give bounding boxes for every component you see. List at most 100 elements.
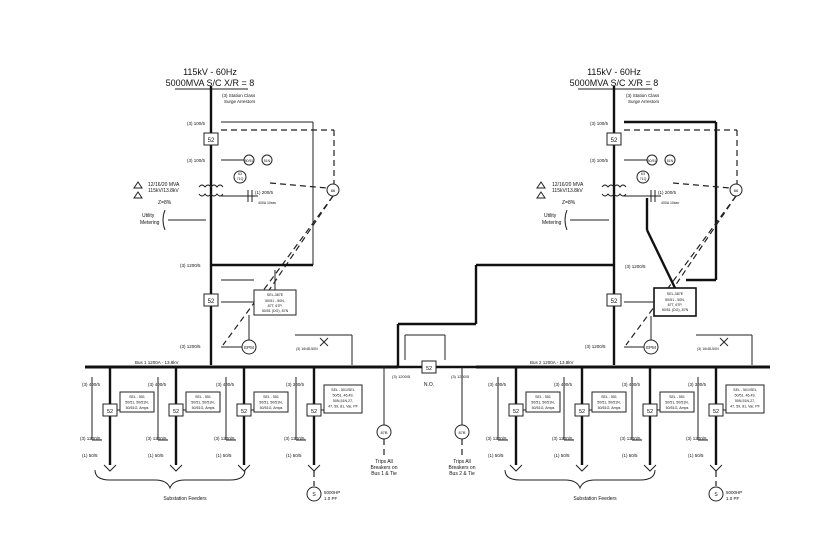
svg-text:(3) 1200/5: (3) 1200/5 (585, 344, 606, 349)
tie-ct-right: (3) 1200/5 (451, 374, 470, 379)
breaker-label: 52 (241, 409, 247, 415)
svg-text:(1) 200/5: (1) 200/5 (658, 190, 677, 195)
ct-label: (1) 50/5 (488, 453, 504, 458)
relay-text: 50/51G, Amps (532, 406, 555, 410)
svg-text:SEL-387E: SEL-387E (267, 293, 284, 297)
motor-rating: 5000HP (324, 490, 340, 495)
feeder-relay (323, 384, 363, 414)
tie-breaker[interactable] (421, 360, 437, 374)
ct-label: (3) 1200/5 (146, 436, 167, 441)
source-1-breaker[interactable] (203, 132, 219, 146)
ct-label: (3) 400/5 (554, 382, 573, 387)
ct-label: (3) 1200/5 (284, 436, 305, 441)
ct-label: (3) 300/5 (688, 382, 707, 387)
ct-label: (3) 400/5 (82, 382, 101, 387)
source-2-metering-1: Utility (544, 213, 557, 219)
source-1-ct-100b: (3) 100/5 (187, 158, 206, 163)
svg-text:(3) 16/48-50N: (3) 16/48-50N (697, 347, 719, 351)
relay-text: 50/51, 50/51N, (259, 401, 283, 405)
svg-text:50/51: 50/51 (245, 159, 254, 163)
source-2-main-breaker[interactable] (606, 293, 622, 307)
feeders: (3) 400/5 52 (3) 1200/5 (1) 50/5 SEL - 551 50… (80, 367, 765, 502)
ct-label: (3) 400/5 (216, 382, 235, 387)
source-1-voltage: 115kV - 60Hz (183, 67, 237, 77)
motor-rating: 1.0 PF (324, 496, 338, 501)
relay-text: 50/51G, Amps (666, 406, 689, 410)
relay-text: SEL - 501/SEL (331, 388, 355, 392)
transformer-2-impedance: Z=8% (562, 200, 576, 206)
svg-text:SEL-387E: SEL-387E (667, 292, 684, 296)
svg-text:50/51 (DG), 87N: 50/51 (DG), 87N (262, 309, 289, 313)
svg-text:87T, 67P,: 87T, 67P, (268, 304, 283, 308)
breaker-label: 52 (579, 409, 585, 415)
source-2: 115kV - 60Hz 5000MVA S/C X/R = 8 (3) Sta… (536, 67, 753, 365)
source-1-main-relay (253, 289, 297, 316)
source-1-main-breaker[interactable] (203, 293, 219, 307)
relay-text: 50/51, 50/51N, (665, 401, 689, 405)
breaker-label: 52 (173, 409, 179, 415)
svg-text:(3) 100/5: (3) 100/5 (590, 121, 609, 126)
source-1-ct-200: (1) 200/5 (255, 190, 274, 195)
source-1-metering-1: Utility (142, 213, 155, 219)
relay-text: 50/51, 46,49, (333, 394, 354, 398)
relay-text: 50N,51N,27, (735, 399, 755, 403)
relay-text: 50/51, 50/51N, (191, 401, 215, 405)
relay-text: SEL - 551 (669, 395, 685, 399)
motor-rating: 1.0 PF (726, 496, 740, 501)
bus-differential-1: 87B Trips All Breakers on Bus 1 & Tie (371, 367, 398, 477)
relay-text: 47, 59, 81, Var, PF (328, 405, 359, 409)
relay-text: 50N,51N,27, (333, 399, 353, 403)
transformer-1-voltage: 115kV/13.8kV (148, 188, 179, 194)
ct-label: (1) 50/5 (286, 453, 302, 458)
source-2-relay-63 (636, 170, 650, 184)
svg-text:87T, 67P,: 87T, 67P, (668, 303, 683, 307)
bus-tie: (3) 1200/5 (3) 1200/5 52 N.O. (392, 263, 614, 388)
svg-text:63: 63 (641, 172, 645, 176)
ct-label: (3) 1200/5 (80, 436, 101, 441)
ct-label: (1) 50/5 (554, 453, 570, 458)
source-2-voltage: 115kV - 60Hz (587, 67, 641, 77)
breaker-label: 52 (311, 409, 317, 415)
svg-text:71Q: 71Q (640, 177, 647, 181)
relay-text: 50/51, 50/51N, (531, 401, 555, 405)
ct-label: (1) 50/5 (148, 453, 164, 458)
ct-label: (3) 1200/5 (552, 436, 573, 441)
relay-text: 50/51G, Amps (260, 406, 283, 410)
relay-text: SEL - 551 (195, 395, 211, 399)
trip-note-2-line1: Trips All (453, 459, 471, 465)
transformer-1-impedance: Z=8% (158, 200, 172, 206)
svg-text:50/51 - 50N,: 50/51 - 50N, (665, 298, 685, 302)
ct-label: (3) 1200/5 (214, 436, 235, 441)
relay-text: 50/51G, Amps (126, 406, 149, 410)
ct-label: (1) 50/5 (622, 453, 638, 458)
feeders-2-caption: Substation Feeders (573, 496, 617, 502)
ct-label: (1) 50/5 (216, 453, 232, 458)
trip-note-2-line2: Breakers on (449, 465, 476, 471)
svg-text:(3) 100/5: (3) 100/5 (590, 158, 609, 163)
breaker-label: 52 (647, 409, 653, 415)
bus-1-label: Bus 1 1200A - 13.8kV (135, 360, 179, 365)
ct-label: (3) 400/5 (148, 382, 167, 387)
source-1: 115kV - 60Hz 5000MVA S/C X/R = 8 (3) Sta… (133, 67, 353, 365)
source-1-breaker-label: 52 (208, 138, 215, 144)
motor-symbol: S (714, 492, 718, 498)
source-2-breaker[interactable] (606, 132, 622, 146)
tie-ct-left: (3) 1200/5 (392, 374, 411, 379)
source-2-relay-5051 (646, 154, 658, 166)
svg-text:52: 52 (426, 366, 432, 372)
svg-text:(3) 1200/5: (3) 1200/5 (625, 264, 646, 269)
svg-text:400A 10sec: 400A 10sec (661, 201, 680, 205)
ct-label: (3) 400/5 (488, 382, 507, 387)
svg-text:87B: 87B (458, 430, 465, 435)
feeder-relay (119, 391, 155, 413)
tie-normally-open: N.O. (424, 382, 434, 388)
source-1-ct-1200: (3) 1200/5 (180, 263, 201, 268)
